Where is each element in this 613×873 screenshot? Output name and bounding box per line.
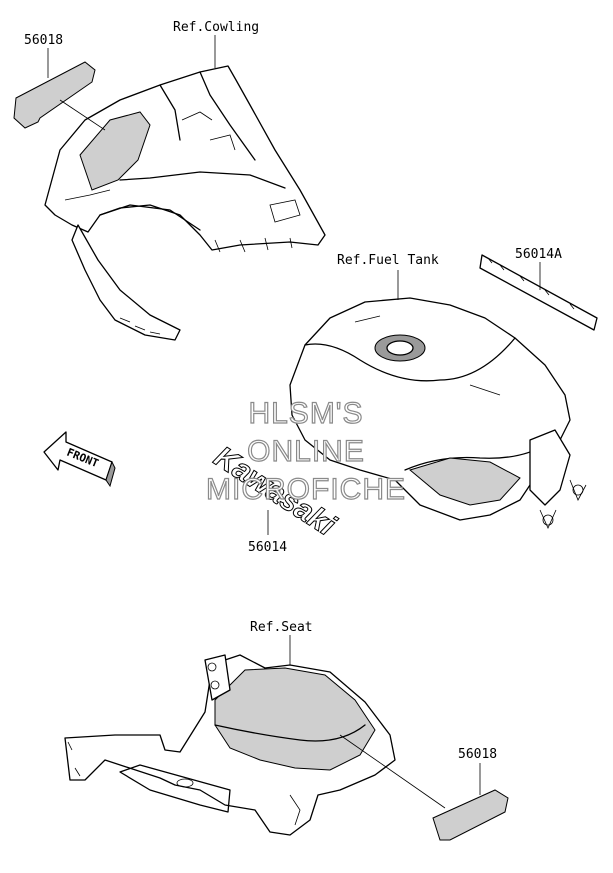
seat-drawing xyxy=(64,635,396,836)
sticker-56018-bottom-drawing xyxy=(339,734,509,841)
watermark-line-3: MICROFICHE xyxy=(206,473,406,506)
watermark-line-2: ONLINE xyxy=(247,435,365,468)
front-arrow: FRONT xyxy=(43,431,116,488)
sticker-56014a-drawing xyxy=(479,254,598,331)
label-part-56018-bottom: 56018 xyxy=(458,747,497,762)
watermark-line-1: HLSM'S xyxy=(248,397,363,430)
label-part-56014a: 56014A xyxy=(515,247,562,262)
watermark: HLSM'S ONLINE MICROFICHE xyxy=(205,396,406,506)
label-part-56014: 56014 xyxy=(248,540,287,555)
cowling-drawing xyxy=(44,65,326,341)
sticker-56018-top-drawing xyxy=(13,48,106,131)
label-ref-seat: Ref.Seat xyxy=(250,620,313,635)
fuel-tank-drawing xyxy=(289,270,587,529)
label-part-56018-top: 56018 xyxy=(24,33,63,48)
label-ref-fuel-tank: Ref.Fuel Tank xyxy=(337,253,439,268)
label-ref-cowling: Ref.Cowling xyxy=(173,20,259,35)
